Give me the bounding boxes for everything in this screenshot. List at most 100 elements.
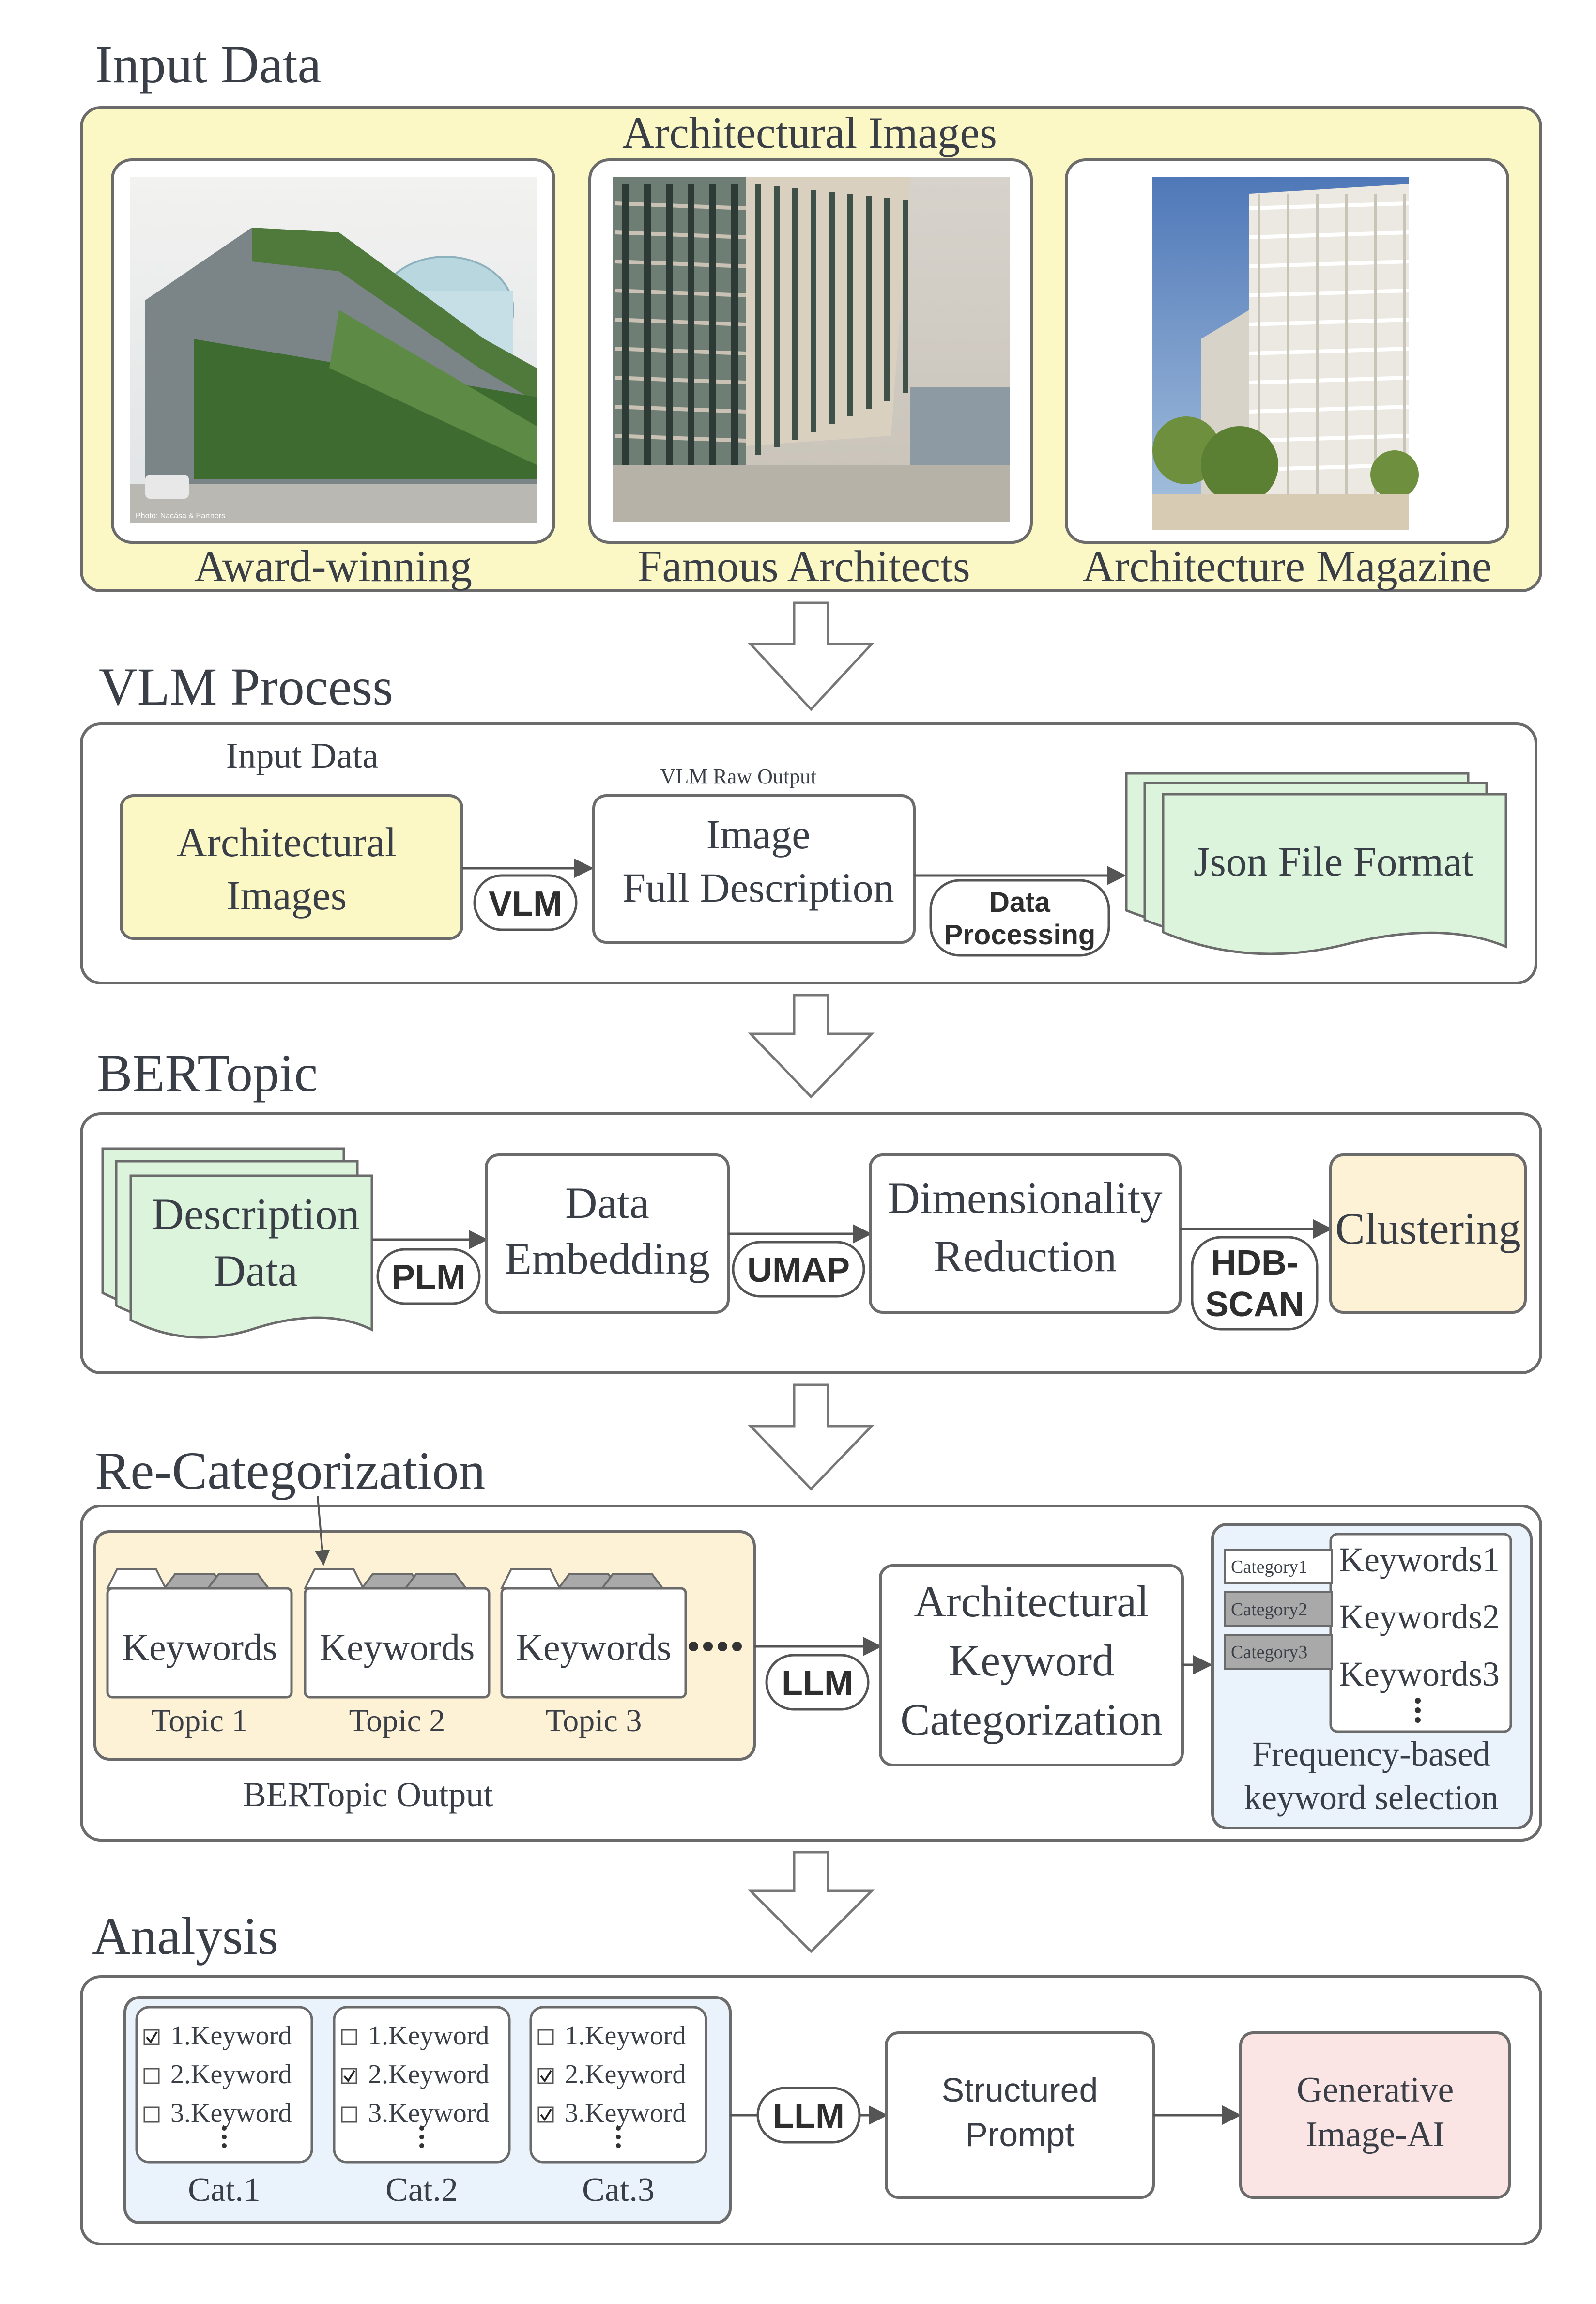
architecture-magazine-building-image bbox=[1152, 177, 1419, 530]
keyword-entry: Keywords3 bbox=[1339, 1655, 1500, 1693]
ellipsis-dot bbox=[616, 2126, 621, 2131]
generative-line1: Generative bbox=[1297, 2070, 1454, 2110]
down-arrow-icon bbox=[748, 1383, 875, 1491]
checkbox[interactable] bbox=[341, 2029, 357, 2045]
folder-label: Keywords bbox=[320, 1626, 475, 1668]
data-processing-line2: Processing bbox=[944, 919, 1096, 951]
data-embedding-line2: Embedding bbox=[505, 1234, 710, 1283]
facade-column bbox=[709, 184, 716, 465]
photo-watermark: Photo: Nacása & Partners bbox=[136, 512, 225, 520]
keyword-entry: Keywords2 bbox=[1339, 1597, 1500, 1636]
architectural-images-line2: Images bbox=[227, 872, 347, 919]
categorization-line2: Keyword bbox=[949, 1636, 1114, 1685]
frequency-line1: Frequency-based bbox=[1252, 1735, 1490, 1773]
facade-slab bbox=[614, 230, 746, 239]
tab-label: Category2 bbox=[1231, 1599, 1307, 1620]
analysis-title: Analysis bbox=[92, 1906, 278, 1966]
description-data-line2: Data bbox=[214, 1246, 298, 1295]
ellipsis-dot bbox=[419, 2143, 424, 2148]
balcony-slab bbox=[1249, 230, 1410, 239]
checkmark-icon bbox=[540, 2070, 552, 2083]
data-processing-line1: Data bbox=[989, 887, 1050, 918]
input-data-title: Input Data bbox=[95, 35, 321, 94]
balcony-slab bbox=[1249, 405, 1410, 414]
facade-slab bbox=[614, 289, 746, 297]
keyword-item: 3.Keyword bbox=[565, 2098, 686, 2128]
card-box bbox=[529, 2006, 707, 2164]
facade-column bbox=[755, 184, 761, 455]
vlm-pill-label: VLM bbox=[489, 885, 562, 923]
balcony-slab bbox=[1249, 376, 1410, 384]
famous-facade-columns bbox=[614, 184, 908, 465]
checkbox[interactable] bbox=[537, 2029, 554, 2045]
clustering-label: Clustering bbox=[1335, 1204, 1520, 1253]
ellipsis-dot bbox=[616, 2135, 621, 2139]
folder-tab bbox=[500, 1568, 562, 1589]
balcony-slab bbox=[1249, 434, 1410, 443]
json-file-format-label: Json File Format bbox=[1194, 838, 1473, 885]
balcony-slab bbox=[1249, 318, 1410, 326]
tab-box bbox=[1224, 1591, 1333, 1627]
analysis-llm-pill bbox=[756, 2087, 861, 2144]
keyword-item: 3.Keyword bbox=[170, 2098, 292, 2128]
keyword-item: 1.Keyword bbox=[565, 2021, 686, 2051]
hdbscan-line2: SCAN bbox=[1205, 1285, 1304, 1324]
facade-column bbox=[666, 184, 673, 465]
checkbox[interactable] bbox=[143, 2106, 160, 2123]
vlm-process-title: VLM Process bbox=[99, 657, 393, 716]
vlm-pill bbox=[473, 874, 578, 931]
topic-label: Topic 3 bbox=[546, 1703, 642, 1738]
facade-column bbox=[829, 192, 835, 424]
dimensionality-reduction-node bbox=[869, 1153, 1182, 1314]
architectural-images-title: Architectural Images bbox=[622, 108, 997, 157]
facade-column bbox=[847, 194, 853, 416]
analysis-llm-label: LLM bbox=[773, 2097, 844, 2135]
folder-body bbox=[106, 1587, 293, 1699]
ellipsis-dot bbox=[222, 2143, 227, 2148]
architectural-images-line1: Architectural bbox=[177, 819, 397, 865]
folder-body bbox=[304, 1587, 491, 1699]
facade-column bbox=[811, 190, 816, 432]
balcony-slab bbox=[1249, 289, 1410, 297]
generative-line2: Image-AI bbox=[1305, 2115, 1445, 2154]
card-name: Cat.3 bbox=[582, 2171, 655, 2209]
ellipsis-dot bbox=[616, 2143, 621, 2148]
facade-column bbox=[792, 188, 798, 440]
hdbscan-line1: HDB- bbox=[1211, 1244, 1298, 1282]
down-arrow-icon bbox=[748, 994, 875, 1099]
checkbox[interactable] bbox=[341, 2106, 357, 2123]
checkbox[interactable] bbox=[143, 2068, 160, 2084]
description-data-stack-icon bbox=[101, 1147, 373, 1339]
tab-label: Category1 bbox=[1231, 1557, 1307, 1577]
keyword-entry: Keywords1 bbox=[1339, 1540, 1500, 1579]
checkmark-icon bbox=[146, 2031, 158, 2044]
facade-slab bbox=[614, 434, 746, 443]
ellipsis-dots bbox=[689, 1642, 742, 1651]
topic-label: Topic 2 bbox=[349, 1703, 445, 1738]
topic-label: Topic 1 bbox=[152, 1703, 248, 1738]
facade-column bbox=[866, 196, 872, 409]
tab-box bbox=[1224, 1549, 1333, 1584]
image-description-line1: Image bbox=[706, 811, 811, 858]
bertopic-output-caption: BERTopic Output bbox=[243, 1775, 493, 1814]
keyword-item: 1.Keyword bbox=[368, 2021, 489, 2051]
recategorization-title: Re-Categorization bbox=[95, 1441, 485, 1500]
dimensionality-line2: Reduction bbox=[934, 1231, 1117, 1281]
facade-slab bbox=[614, 260, 746, 268]
balcony-slab bbox=[1249, 201, 1410, 210]
umap-pill bbox=[732, 1241, 865, 1298]
balcony-slab bbox=[1249, 260, 1410, 268]
folder-body bbox=[500, 1587, 687, 1699]
folder-label: Keywords bbox=[516, 1626, 672, 1668]
facade-slab bbox=[614, 201, 746, 210]
award-winning-building-image: Photo: Nacása & Partners bbox=[130, 177, 537, 523]
connector-line bbox=[314, 1496, 330, 1566]
folder-tab bbox=[106, 1568, 168, 1589]
facade-column bbox=[884, 198, 890, 401]
checkmark-icon bbox=[540, 2108, 552, 2121]
tab-label: Category3 bbox=[1231, 1642, 1307, 1662]
